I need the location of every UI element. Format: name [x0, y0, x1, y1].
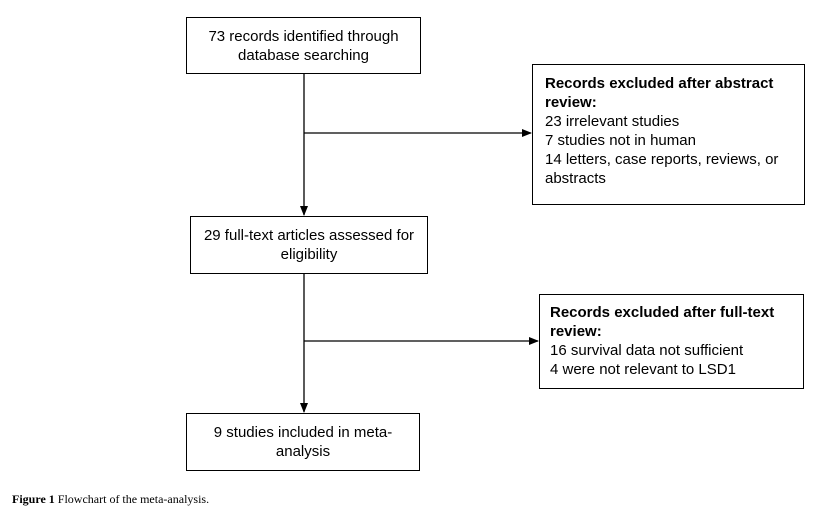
- exclusion-title: Records excluded after abstract: [545, 75, 774, 92]
- exclusion-item: abstracts: [545, 170, 606, 187]
- box-text-line: 73 records identified through: [208, 27, 399, 45]
- records-identified-box: 73 records identified through database s…: [186, 17, 421, 74]
- exclusion-item: 7 studies not in human: [545, 132, 696, 149]
- figure-caption: Figure 1 Flowchart of the meta-analysis.: [12, 492, 209, 507]
- figure-label: Figure 1: [12, 492, 55, 506]
- fulltext-exclusion-box: Records excluded after full-text review:…: [539, 294, 804, 389]
- exclusion-title: review:: [550, 323, 602, 340]
- abstract-exclusion-box: Records excluded after abstract review: …: [532, 64, 805, 205]
- box-text-line: 9 studies included in meta-: [213, 424, 393, 441]
- fulltext-assessed-box: 29 full-text articles assessed for eligi…: [190, 216, 428, 274]
- box-text-line: 29 full-text articles assessed for: [203, 227, 415, 244]
- exclusion-title: review:: [545, 94, 597, 111]
- exclusion-item: 16 survival data not sufficient: [550, 342, 744, 359]
- box-text-line: eligibility: [280, 246, 338, 263]
- exclusion-item: 14 letters, case reports, reviews, or: [545, 151, 779, 168]
- box-text-line: database searching: [238, 46, 369, 64]
- figure-caption-text: Flowchart of the meta-analysis.: [57, 492, 210, 506]
- exclusion-title: Records excluded after full-text: [550, 304, 775, 321]
- exclusion-item: 4 were not relevant to LSD1: [550, 361, 736, 378]
- studies-included-box: 9 studies included in meta- analysis: [186, 413, 420, 471]
- box-text-line: analysis: [275, 443, 331, 460]
- exclusion-item: 23 irrelevant studies: [545, 113, 680, 130]
